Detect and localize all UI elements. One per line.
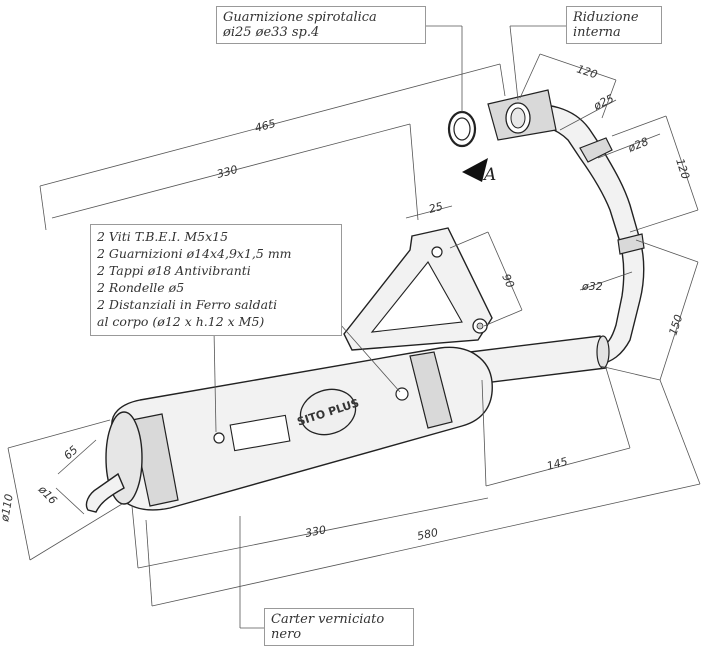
gasket-label-box: Guarnizione spirotalica øi25 øe33 sp.4: [216, 6, 426, 44]
header-pipe: [519, 104, 645, 366]
gasket-label-line-2: øi25 øe33 sp.4: [223, 25, 320, 40]
gasket-label-line-1: Guarnizione spirotalica: [223, 10, 377, 25]
muffler-body: [111, 346, 493, 511]
dim-65: 65: [61, 443, 80, 462]
leader-lines: [213, 25, 566, 629]
kit-item-4: 2 Rondelle ø5: [97, 280, 185, 295]
dim-28-diameter: ø28: [625, 135, 650, 155]
dim-120-top: 120: [575, 62, 599, 81]
kit-item-1: 2 Viti T.B.E.I. M5x15: [97, 229, 229, 244]
carter-label-line-1: Carter verniciato: [271, 612, 385, 627]
dim-150: 150: [666, 313, 685, 337]
dim-25-diameter: ø25: [591, 92, 616, 113]
dim-330-top: 330: [215, 163, 239, 181]
exhaust-assembly: SITO PLUS: [85, 89, 645, 513]
dim-465: 465: [253, 117, 277, 135]
dim-32-diameter: ø32: [581, 280, 603, 293]
dim-25: 25: [427, 200, 444, 216]
dim-145: 145: [545, 455, 569, 473]
kit-item-2: 2 Guarnizioni ø14x4,9x1,5 mm: [97, 246, 292, 261]
carter-label-line-2: nero: [271, 627, 302, 642]
dim-120-right: 120: [673, 157, 692, 181]
kit-item-3: 2 Tappi ø18 Antivibranti: [97, 263, 251, 278]
carter-label-box: Carter verniciato nero: [264, 608, 414, 646]
dim-16-diameter: ø16: [35, 482, 59, 507]
dim-110-diameter: ø110: [0, 493, 16, 524]
view-arrow: [462, 158, 488, 182]
dimension-lines: [7, 53, 701, 607]
reduction-label-line-1: Riduzione: [573, 10, 639, 25]
kit-item-6: al corpo (ø12 x h.12 x M5): [97, 314, 265, 329]
reduction-label-line-2: interna: [573, 25, 621, 40]
kit-item-5: 2 Distanziali in Ferro saldati: [97, 297, 278, 312]
dim-330-bottom: 330: [304, 523, 327, 540]
brand-badge: [299, 388, 357, 436]
spiral-gasket: [447, 110, 477, 148]
dim-580: 580: [416, 526, 439, 543]
reduction-label-box: Riduzione interna: [566, 6, 662, 44]
dim-90: 90: [499, 272, 517, 290]
kit-label-box: 2 Viti T.B.E.I. M5x15 2 Guarnizioni ø14x…: [90, 224, 342, 336]
view-marker-label: A: [482, 165, 496, 185]
tail-pipe: [85, 472, 125, 513]
